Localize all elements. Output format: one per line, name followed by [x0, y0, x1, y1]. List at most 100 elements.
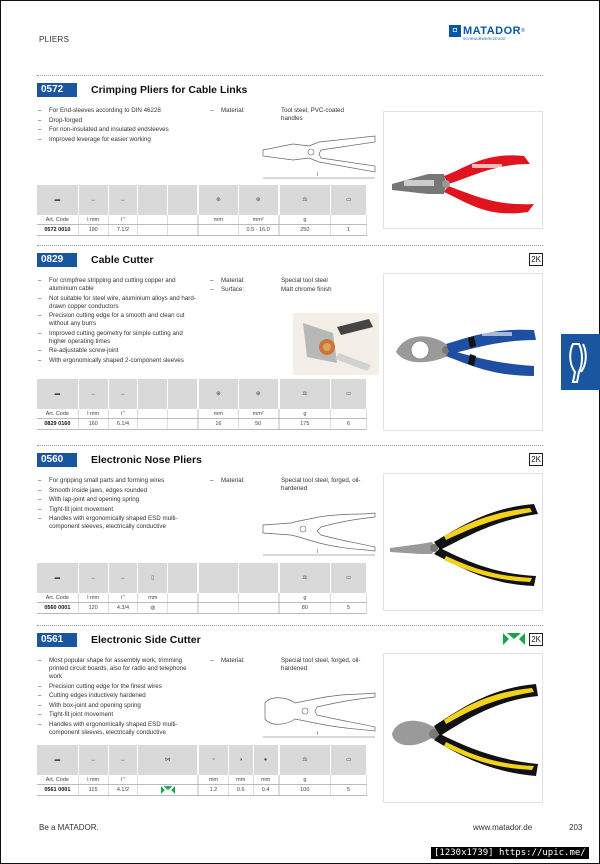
product-section-0561: 0561 Electronic Side Cutter 2K Most popu…: [37, 625, 543, 805]
product-code: 0829: [37, 253, 77, 267]
spec-table: ▬ ↔ ↔ ⊛ ⊛ ⚖ ▭ Art. Code l mm l " mm: [37, 379, 367, 430]
table-row: 0560 0001 120 4.3/4 ◍ 80 5: [37, 603, 367, 614]
svg-text:l: l: [317, 172, 318, 178]
feature-item: With ergonomically shaped 2-component sl…: [37, 357, 197, 365]
feature-item: Handles with ergonomically shaped ESD mu…: [37, 721, 197, 737]
length-mm-icon: ↔: [79, 379, 109, 409]
logo-mark-icon: ◘: [449, 25, 461, 37]
crimping-pliers-drawing: l: [262, 135, 376, 179]
material-spec: Material:Special tool steel Surface:Matt…: [209, 277, 361, 295]
feature-item: For End-sleeves according to DIN 46228: [37, 107, 197, 115]
length-mm-icon: ↔: [79, 185, 109, 215]
length-mm-icon: ↔: [79, 563, 109, 593]
category-label: PLIERS: [39, 35, 70, 44]
feature-list: For crimpfree stripping and cutting copp…: [37, 277, 197, 367]
feature-item: Re-adjustable screw-joint: [37, 347, 197, 355]
feature-item: With box-joint and opening spring: [37, 702, 197, 710]
two-component-badge: 2K: [529, 253, 543, 266]
spec-table: ▬ ↔ ↔ ▯ ⚖ ▭ Art. Code l mm l " mm: [37, 563, 367, 614]
feature-item: Not suitable for steel wire, aluminium a…: [37, 295, 197, 311]
weight-icon: ⚖: [280, 185, 332, 215]
feature-item: Cutting edges inductively hardened: [37, 692, 197, 700]
crimping-pliers-photo: [392, 155, 534, 214]
nose-pliers-drawing: l: [262, 512, 376, 556]
feature-item: For crimpfree stripping and cutting copp…: [37, 277, 197, 293]
footer-slogan: Be a MATADOR.: [39, 823, 99, 832]
feature-item: Tight-fit joint movement: [37, 711, 197, 719]
feature-item: Tight-fit joint movement: [37, 506, 197, 514]
crimp-range-icon: ⊛: [239, 185, 279, 215]
cable-cross-section-icon: ⊛: [199, 185, 239, 215]
weight-icon: ⚖: [280, 563, 332, 593]
length-inch-icon: ↔: [109, 745, 139, 775]
feature-item: Improved cutting geometry for simple cut…: [37, 330, 197, 346]
two-component-badge: 2K: [529, 453, 543, 466]
product-section-0560: 0560 Electronic Nose Pliers 2K For gripp…: [37, 445, 543, 617]
article-icon: ▬: [37, 379, 79, 409]
cutting-edge-icon: ⋈: [138, 745, 198, 775]
product-title: Cable Cutter: [91, 254, 154, 266]
cable-cutter-photo: [396, 329, 536, 376]
feature-item: Improved leverage for easier working: [37, 136, 197, 144]
feature-item: Handles with ergonomically shaped ESD mu…: [37, 515, 197, 531]
article-icon: ▬: [37, 745, 79, 775]
package-icon: ▭: [331, 379, 367, 409]
jaw-width-icon: ▯: [138, 563, 169, 593]
feature-item: Most popular shape for assembly work, tr…: [37, 657, 197, 681]
side-cutter-photo: [392, 684, 538, 776]
matador-logo: ◘ MATADOR® SCHRAUBWERKZEUGE: [449, 25, 525, 41]
length-inch-icon: ↔: [109, 185, 139, 215]
table-row: 0561 0001 115 4.1/2 1.2 0.6 0.4 100 5: [37, 785, 367, 796]
feature-list: For End-sleeves according to DIN 46228 D…: [37, 107, 197, 145]
feature-item: For gripping small parts and forming wir…: [37, 477, 197, 485]
product-photo: [383, 111, 543, 229]
material-spec: Material:Tool steel, PVC-coated handles: [209, 107, 361, 124]
material-spec: Material:Special tool steel, forged, oil…: [209, 477, 361, 494]
image-credit: [1230x1739] https://upic.me/: [431, 847, 589, 859]
table-row: 0829 0160 160 6.1/4 16 50 175 6: [37, 419, 367, 430]
esd-icon: [503, 633, 525, 645]
product-section-0829: 0829 Cable Cutter 2K For crimpfree strip…: [37, 245, 543, 435]
esd-small-icon: [138, 785, 198, 795]
product-title: Electronic Nose Pliers: [91, 454, 202, 466]
table-row: 0572 0010 190 7.1/2 0.5 - 16.0 250 1: [37, 225, 367, 236]
product-code: 0561: [37, 633, 77, 647]
weight-icon: ⚖: [280, 745, 332, 775]
brand-name: MATADOR: [463, 25, 522, 37]
feature-list: Most popular shape for assembly work, tr…: [37, 657, 197, 739]
cable-cutter-inset-photo: [293, 313, 379, 375]
nose-pliers-photo: [390, 504, 538, 586]
two-component-badge: 2K: [529, 633, 543, 646]
article-icon: ▬: [37, 185, 79, 215]
product-title: Electronic Side Cutter: [91, 634, 201, 646]
feature-item: Smooth inside jaws, edges rounded: [37, 487, 197, 495]
product-photo: [383, 653, 543, 803]
length-inch-icon: ↔: [109, 563, 139, 593]
package-icon: ▭: [331, 563, 367, 593]
pliers-section-tab[interactable]: [561, 334, 600, 390]
product-code: 0572: [37, 83, 77, 97]
product-title: Crimping Pliers for Cable Links: [91, 84, 248, 96]
weight-icon: ⚖: [280, 379, 332, 409]
length-inch-icon: ↔: [109, 379, 139, 409]
feature-item: Precision cutting edge for a smooth and …: [37, 312, 197, 328]
package-icon: ▭: [331, 185, 367, 215]
side-cutter-drawing: l: [263, 692, 376, 738]
medium-wire-icon: ◑: [229, 745, 254, 775]
package-icon: ▭: [331, 745, 367, 775]
feature-item: With lap-joint and opening spring: [37, 496, 197, 504]
feature-item: Precision cutting edge for the finest wi…: [37, 683, 197, 691]
jaw-shape-icon: ◍: [138, 603, 169, 613]
soft-wire-icon: ◔: [199, 745, 229, 775]
spec-table: ▬ ↔ ↔ ⋈ ◔ ◑ ● ⚖ ▭ Art. Code l mm l " mm …: [37, 745, 367, 796]
product-section-0572: 0572 Crimping Pliers for Cable Links For…: [37, 75, 543, 241]
product-photo: [383, 273, 543, 431]
article-icon: ▬: [37, 563, 79, 593]
feature-item: For non-insulated and insulated endsleev…: [37, 126, 197, 134]
footer-url[interactable]: www.matador.de: [473, 823, 533, 832]
product-photo: [383, 473, 543, 611]
pliers-icon: [569, 343, 587, 383]
svg-text:l: l: [317, 549, 318, 555]
material-spec: Material:Special tool steel, forged, oil…: [209, 657, 361, 674]
